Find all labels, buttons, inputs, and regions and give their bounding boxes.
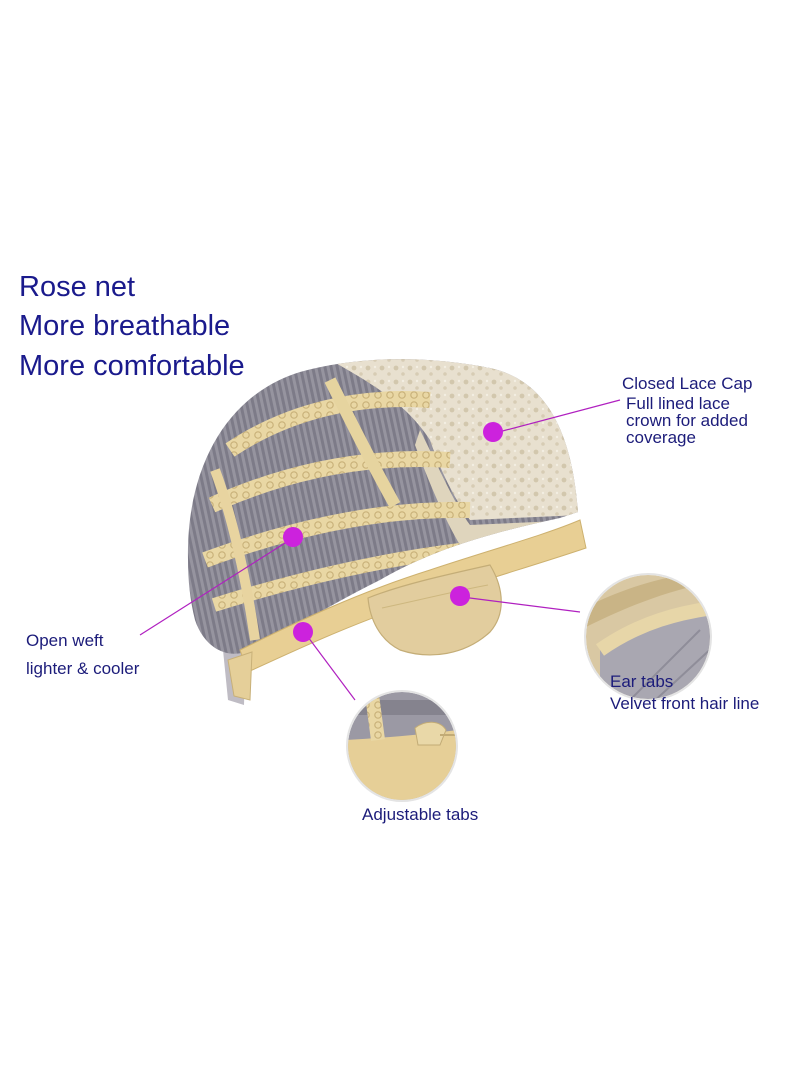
marker-adjustable-icon [293,622,313,642]
callout-lace-line-2: crown for added [626,411,748,430]
marker-lace-icon [483,422,503,442]
callout-adjustable-line-1: Adjustable tabs [362,805,479,824]
marker-weft-icon [283,527,303,547]
callout-ear-line-2: Velvet front hair line [610,694,760,713]
side-tab [227,651,253,701]
leader-line-weft [139,537,294,636]
headline-line-3: More comfortable [19,350,245,382]
marker-ear-icon [450,586,470,606]
callout-ear-line-1: Ear tabs [610,672,674,691]
ear-tab [367,564,502,656]
callout-weft-line-2: lighter & cooler [26,659,140,678]
leader-line-lace [494,399,621,434]
leader-line-ear [461,596,581,613]
callout-lace-line-1: Full lined lace [626,394,730,413]
headline-line-1: Rose net [19,271,136,303]
callout-weft-line-1: Open weft [26,631,104,650]
leader-line-adjustable [304,632,356,701]
ear-tab-zoom-inset [584,573,712,701]
callout-lace-title: Closed Lace Cap [622,374,753,393]
callout-lace-line-3: coverage [626,428,696,447]
headline-line-2: More breathable [19,310,231,342]
adjustable-tabs-zoom-inset [346,690,458,802]
